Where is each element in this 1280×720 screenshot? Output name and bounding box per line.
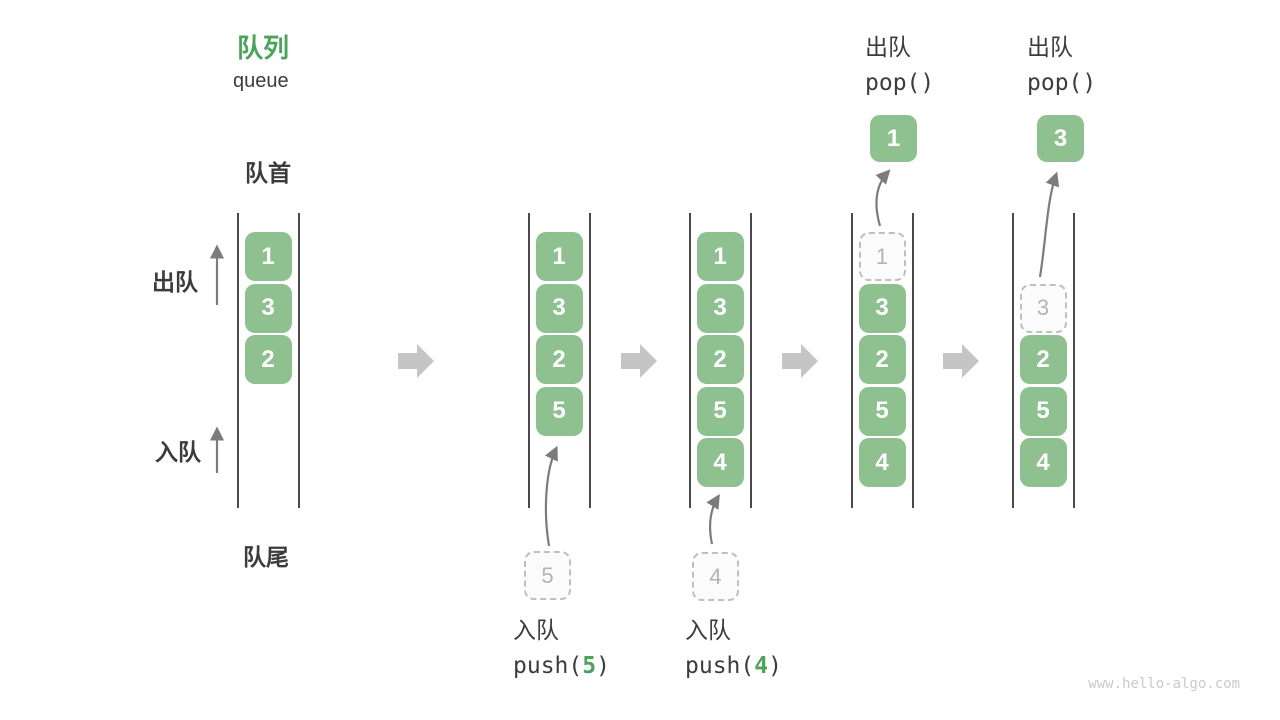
queue-cell: 2 xyxy=(858,335,906,384)
pop-3-arrow-icon xyxy=(1038,171,1060,278)
step-arrow-icon xyxy=(398,344,434,378)
queue-wall xyxy=(1072,213,1075,508)
queue-cell: 5 xyxy=(535,386,583,436)
queue-cell: 4 xyxy=(696,438,744,487)
queue-cell: 2 xyxy=(1019,335,1067,384)
pop-2-label: 出队 xyxy=(1027,34,1073,60)
diagram-subtitle: queue xyxy=(233,70,289,92)
queue-cell: 1 xyxy=(696,232,744,281)
push-operation-1: 入队 push(5) xyxy=(513,612,610,684)
queue-wall xyxy=(850,213,853,508)
push-1-code-suffix: ) xyxy=(596,653,610,679)
label-queue-front: 队首 xyxy=(245,160,291,186)
step-arrow-icon xyxy=(782,344,818,378)
incoming-value-4: 4 xyxy=(692,552,739,601)
queue-wall xyxy=(688,213,691,508)
queue-wall xyxy=(749,213,752,508)
queue-cell: 5 xyxy=(858,386,906,436)
push-4-arrow-icon xyxy=(706,493,720,545)
queue-wall xyxy=(911,213,914,508)
push-5-arrow-icon xyxy=(544,445,558,547)
queue-cell: 2 xyxy=(244,335,292,384)
popped-value-1: 1 xyxy=(870,115,917,162)
queue-cell: 5 xyxy=(1019,386,1067,436)
queue-cell-dashed: 3 xyxy=(1019,283,1067,333)
queue-wall xyxy=(297,213,300,508)
queue-cell: 3 xyxy=(535,283,583,333)
step-arrow-icon xyxy=(621,344,657,378)
push-2-code: push(4) xyxy=(685,648,782,684)
queue-cell: 3 xyxy=(696,283,744,333)
queue-wall xyxy=(527,213,530,508)
label-dequeue-side: 出队 xyxy=(152,269,198,295)
watermark: www.hello-algo.com xyxy=(1088,676,1240,692)
push-2-label: 入队 xyxy=(685,617,731,643)
queue-cell: 4 xyxy=(858,438,906,487)
queue-wall xyxy=(236,213,239,508)
queue-wall xyxy=(1011,213,1014,508)
push-2-code-prefix: push( xyxy=(685,653,755,679)
pop-1-label: 出队 xyxy=(865,34,911,60)
pop-operation-1: 出队 pop() xyxy=(865,29,934,101)
push-1-label: 入队 xyxy=(513,617,559,643)
push-1-code-arg: 5 xyxy=(582,653,597,679)
label-enqueue-side: 入队 xyxy=(155,439,201,465)
queue-cell: 5 xyxy=(696,386,744,436)
push-1-code: push(5) xyxy=(513,648,610,684)
queue-cell: 4 xyxy=(1019,438,1067,487)
queue-cell: 3 xyxy=(858,283,906,333)
queue-cell: 1 xyxy=(535,232,583,281)
push-1-code-prefix: push( xyxy=(513,653,583,679)
incoming-value-5: 5 xyxy=(524,551,571,600)
diagram-title: 队列 xyxy=(237,33,290,63)
queue-cell: 2 xyxy=(535,335,583,384)
pop-1-code: pop() xyxy=(865,70,935,96)
push-2-code-arg: 4 xyxy=(754,653,769,679)
push-2-code-suffix: ) xyxy=(768,653,782,679)
queue-cell: 2 xyxy=(696,335,744,384)
queue-wall xyxy=(588,213,591,508)
label-queue-rear: 队尾 xyxy=(243,544,289,570)
step-arrow-icon xyxy=(943,344,979,378)
queue-cell: 1 xyxy=(244,232,292,281)
pop-operation-2: 出队 pop() xyxy=(1027,29,1096,101)
popped-value-3: 3 xyxy=(1037,115,1084,162)
queue-cell: 3 xyxy=(244,283,292,333)
pop-2-code: pop() xyxy=(1027,70,1097,96)
queue-cell-dashed: 1 xyxy=(858,232,906,281)
push-operation-2: 入队 push(4) xyxy=(685,612,782,684)
pop-1-arrow-icon xyxy=(875,169,891,227)
